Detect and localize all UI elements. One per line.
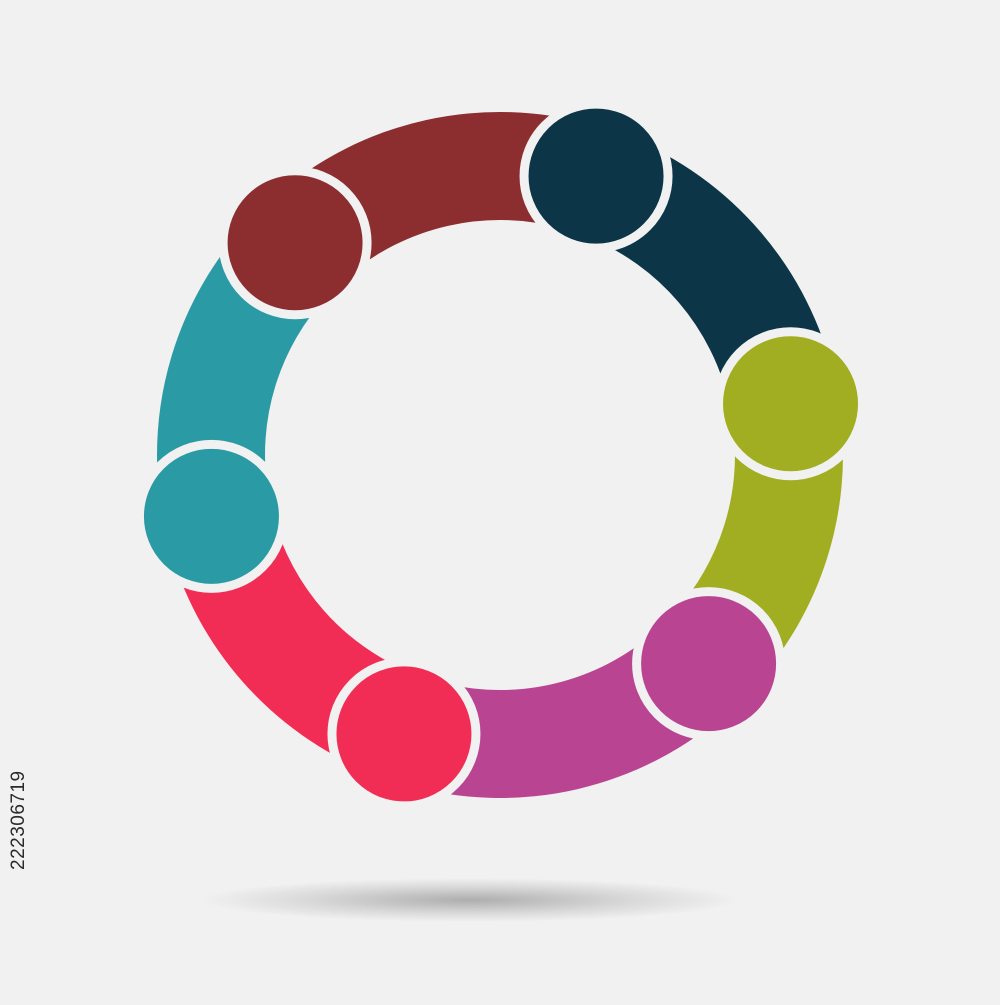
drop-shadow	[200, 878, 740, 922]
head-circle-teal	[134, 439, 288, 593]
head-circle-dark-red	[218, 166, 372, 320]
stock-id-watermark: 222306719	[8, 770, 29, 870]
head-circle-olive	[714, 327, 868, 481]
heads-layer	[134, 99, 868, 811]
head-circle-crimson	[327, 657, 481, 811]
head-circle-dark-navy	[519, 99, 673, 253]
head-circle-magenta	[632, 587, 786, 741]
